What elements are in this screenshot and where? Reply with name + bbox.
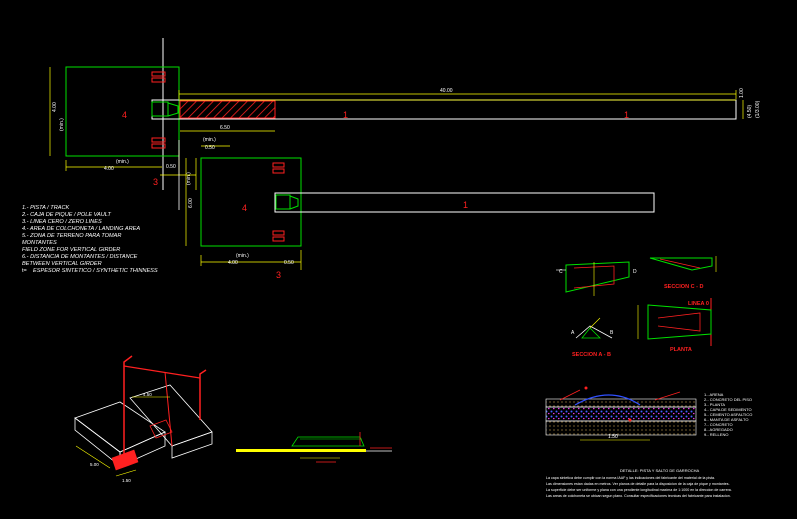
pit-2-unit: (min.) <box>236 253 249 259</box>
runway-1-hatched-zone <box>179 100 276 119</box>
line-0-title: LINEA 0 <box>688 301 709 307</box>
isometric-view: 4.50 5.00 1.50 <box>74 355 213 483</box>
runway-note-a: (4.50) <box>747 105 753 118</box>
section-legend-item: 3.- PLANTA <box>704 402 725 407</box>
section-legend-item: 8.- AGREGADO <box>704 427 733 432</box>
box-details: C D SECCION C - D LINEA 0 PLANTA SECCION… <box>556 256 717 358</box>
pit-1-landing-area <box>65 66 180 157</box>
runway-1-width: 1.00 <box>739 88 745 98</box>
runway-2-number: 1 <box>463 200 468 210</box>
pit-2-number: 4 <box>242 203 247 213</box>
legend-line: MONTANTES <box>22 240 57 246</box>
pit-1-side-dim: 4.00 <box>52 102 58 112</box>
pit-2-landing-area <box>200 157 302 247</box>
legend-line: ESPESOR SINTETICO / SYNTHETIC THINNESS <box>33 268 158 274</box>
plan-title: PLANTA <box>670 347 692 353</box>
section-cd-title: SECCION C - D <box>664 284 703 290</box>
legend-line: 1.- PISTA / TRACK <box>22 205 70 211</box>
legend: 1.- PISTA / TRACK 2.- CAJA DE PIQUE / PO… <box>21 205 158 274</box>
legend-line: 5.- ZONA DE TERRENO PARA TOMAR <box>22 233 121 239</box>
pit-1-side-unit: (min.) <box>59 118 65 131</box>
section-legend-item: 9.- RELLENO <box>704 432 728 437</box>
legend-line: 4.- AREA DE COLCHONETA / LANDING AREA <box>22 226 140 232</box>
plan-runway-2: 4 1 3 4.00 0.50 (min.) (min.) 0.50 6.00 … <box>178 137 655 280</box>
section-ab-title: SECCION A - B <box>572 352 611 358</box>
runway-1-number-b: 1 <box>624 110 629 120</box>
notes-line: La superficie debe ser uniforme y plana … <box>546 488 732 492</box>
section-legend-item: 1.- ARENA <box>704 392 724 397</box>
label-b: B <box>610 330 614 336</box>
legend-line: 6.- DISTANCIA DE MONTANTES / DISTANCE <box>22 254 138 260</box>
pit-1-dim-c: 0.50 <box>166 164 176 170</box>
pit-2-side-unit: (min.) <box>186 172 192 185</box>
pit-1-dim-b: 4.00 <box>104 166 114 172</box>
notes-line: La capa sintetica debe cumplir con la no… <box>546 476 715 480</box>
iso-dim-top: 4.50 <box>143 392 152 397</box>
general-notes: DETALLE: PISTA Y SALTO DE GARROCHA La ca… <box>546 468 732 498</box>
section-legend-item: 4.- CAPA DE SEDIMENTO <box>704 407 752 412</box>
label-c: C <box>559 269 563 275</box>
legend-line: BETWEEN VERTICAL GIRDER <box>22 261 102 267</box>
label-d: D <box>633 269 637 275</box>
legend-line: 3.- LINEA CERO / ZERO LINES <box>22 219 102 225</box>
notes-line: Las dimensiones estan dadas en metros. V… <box>546 482 730 486</box>
legend-symbol: t= <box>22 268 27 274</box>
legend-line: 2.- CAJA DE PIQUE / POLE VAULT <box>21 212 111 218</box>
pit-1-unit: (min.) <box>116 159 129 165</box>
pit-1-number: 4 <box>122 110 127 120</box>
vault-box-plan <box>565 261 630 293</box>
pit-2-dim-a: 4.00 <box>228 260 238 266</box>
runway-note-b: (1/3.00) <box>755 100 761 118</box>
pit-2-side-dim: 6.00 <box>188 198 194 208</box>
pit-2-dim-b: 0.50 <box>284 260 294 266</box>
vault-box-1 <box>151 101 169 117</box>
iso-dim-left: 5.00 <box>90 462 99 467</box>
pit-2-zero-line: 3 <box>276 270 281 280</box>
pit-2-top-unit: (min.) <box>203 137 216 143</box>
track-cross-section: 1.50 1.- ARENA 2.- CONCRETO DEL PISO 3.-… <box>545 386 752 441</box>
pit-1-zero-line: 3 <box>153 177 158 187</box>
runway-1-number: 1 <box>343 110 348 120</box>
section-legend-item: 6.- MANTA DE ASFALTO <box>704 417 748 422</box>
section-cd-profile <box>649 257 713 271</box>
section-legend-item: 5.- CEMENTO ASFALTICO <box>704 412 752 417</box>
label-a: A <box>571 330 575 336</box>
vault-box-planta <box>647 304 712 340</box>
section-legend-item: 7.- CONCRETO <box>704 422 733 427</box>
pit-2-top-dim: 0.50 <box>205 145 215 151</box>
plan-runway-1: 4 1 1 40.00 6.50 4.00 (min.) 0.50 3 4.00… <box>49 38 761 190</box>
notes-line: Las areas de colchoneta se ubican segun … <box>546 494 731 498</box>
vault-box-2 <box>275 194 291 210</box>
section-legend-item: 2.- CONCRETO DEL PISO <box>704 397 752 402</box>
section-dim: 1.50 <box>608 434 618 440</box>
legend-line: FIELD ZONE FOR VERTICAL GIRDER <box>22 247 120 253</box>
notes-title: DETALLE: PISTA Y SALTO DE GARROCHA <box>620 468 699 473</box>
iso-dim-bottom: 1.50 <box>122 478 131 483</box>
pit-1-dim-a: 6.50 <box>220 125 230 131</box>
runway-2 <box>274 192 655 213</box>
runway-1-length: 40.00 <box>440 88 453 94</box>
side-elevation <box>236 432 392 463</box>
